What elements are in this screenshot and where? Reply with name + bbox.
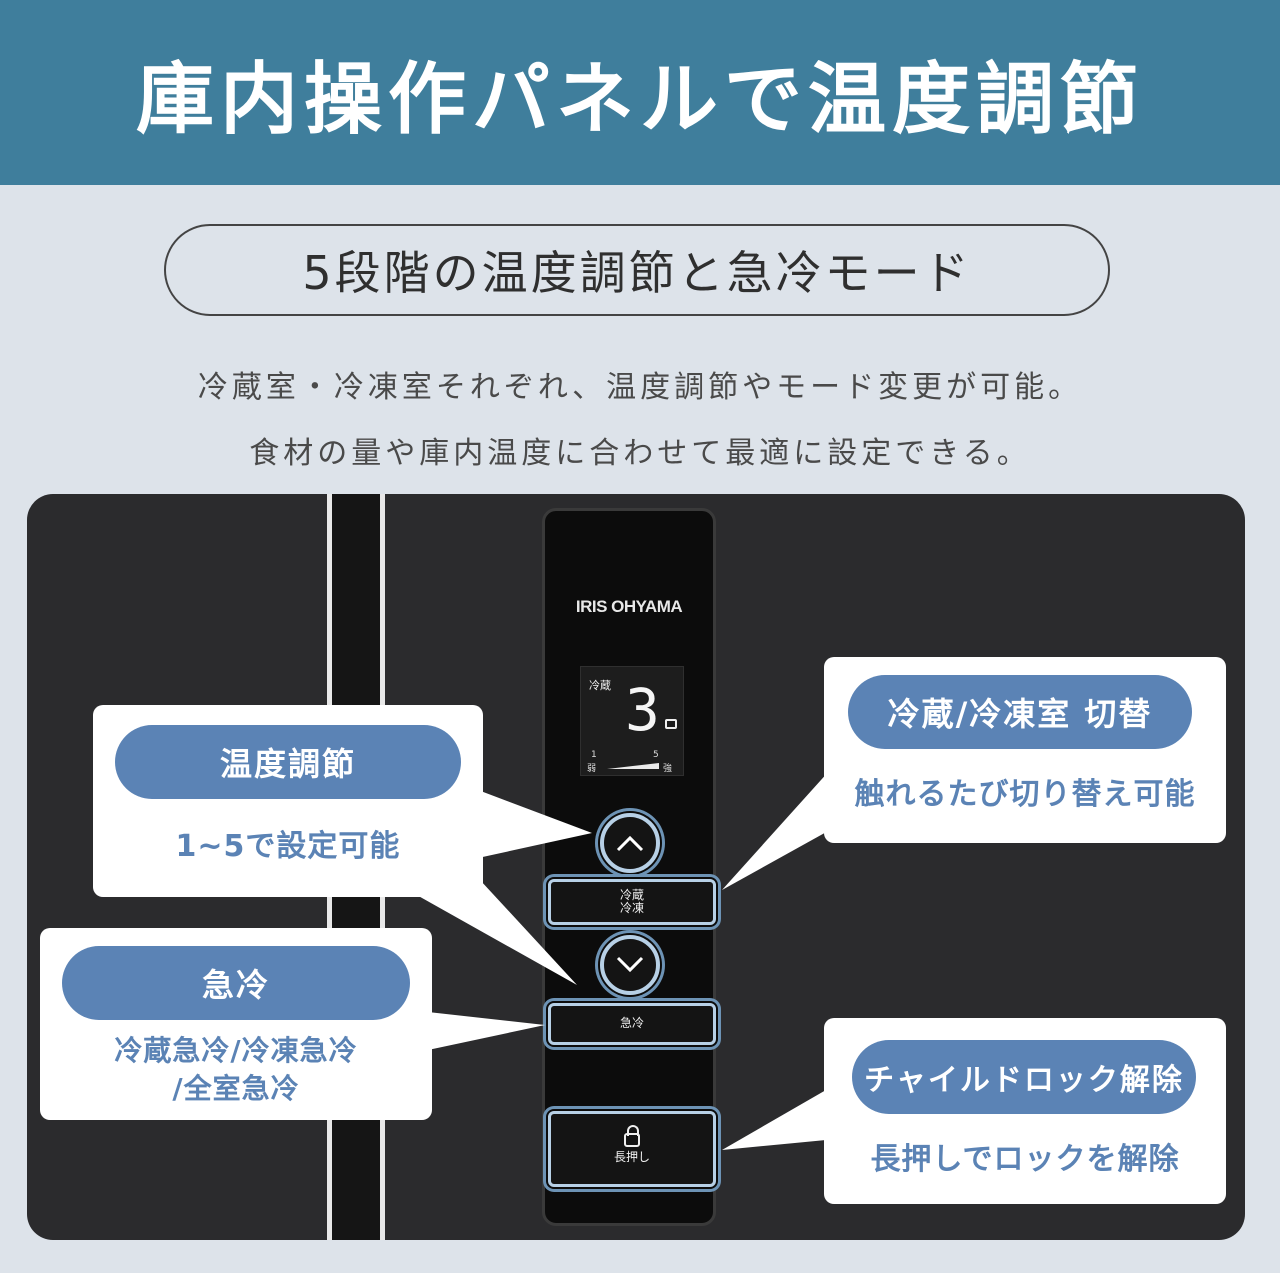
chevron-up-icon	[616, 835, 644, 852]
rapid-cool-title: 急冷	[62, 946, 410, 1020]
fridge-freezer-switch-button[interactable]: 冷蔵 冷凍	[548, 879, 716, 925]
lcd-scale-max: 5	[653, 750, 659, 760]
rapid-cool-text-line-1: 冷蔵急冷/冷凍急冷	[114, 1034, 358, 1067]
unlock-icon	[624, 1125, 640, 1148]
lcd-scale-min: 1	[591, 750, 597, 760]
child-lock-title: チャイルドロック解除	[852, 1040, 1196, 1114]
control-panel: IRIS OHYAMA 冷蔵 3 1 5 弱 強 冷蔵 冷凍 急冷	[542, 508, 716, 1226]
switch-text: 触れるたび切り替え可能	[854, 777, 1196, 812]
temp-adjust-callout: 温度調節 1~5で設定可能	[93, 705, 483, 897]
rapid-cool-button[interactable]: 急冷	[548, 1003, 716, 1045]
lock-callout-pointer	[722, 1090, 826, 1150]
page-title: 庫内操作パネルで温度調節	[135, 54, 1144, 145]
temp-down-button[interactable]	[600, 935, 660, 995]
switch-label-line-2: 冷凍	[619, 901, 644, 915]
child-lock-callout: チャイルドロック解除 長押しでロックを解除	[824, 1018, 1226, 1204]
switch-callout: 冷蔵/冷凍室 切替 触れるたび切り替え可能	[824, 657, 1226, 843]
rapid-cool-label: 急冷	[619, 1016, 644, 1031]
switch-callout-pointer	[722, 770, 830, 890]
unlock-label: 長押し	[613, 1150, 650, 1165]
lcd-weak-label: 弱	[587, 764, 597, 774]
lcd-level-digit: 3	[625, 676, 660, 744]
rapid-callout-pointer	[428, 1012, 545, 1050]
switch-title: 冷蔵/冷凍室 切替	[848, 675, 1192, 749]
lcd-level-ramp	[607, 763, 659, 769]
header-banner: 庫内操作パネルで温度調節	[0, 0, 1280, 185]
child-lock-release-button[interactable]: 長押し	[548, 1111, 716, 1187]
brand-logo: IRIS OHYAMA	[575, 597, 683, 616]
temp-adjust-text: 1~5で設定可能	[175, 829, 401, 864]
description-line-2: 食材の量や庫内温度に合わせて最適に設定できる。	[249, 436, 1031, 471]
lcd-mode-label: 冷蔵	[589, 679, 611, 692]
temp-callout-pointer	[478, 790, 592, 858]
rapid-cool-callout: 急冷 冷蔵急冷/冷凍急冷 /全室急冷	[40, 928, 432, 1120]
chevron-down-icon	[616, 956, 644, 973]
rapid-cool-text-line-2: /全室急冷	[172, 1071, 300, 1105]
rapid-cool-text: 冷蔵急冷/冷凍急冷 /全室急冷	[40, 1032, 432, 1108]
temp-adjust-title: 温度調節	[115, 725, 461, 799]
description-line-1: 冷蔵室・冷凍室それぞれ、温度調節やモード変更が可能。	[197, 370, 1083, 405]
switch-label-line-1: 冷蔵	[619, 887, 644, 902]
subtitle-pill: 5段階の温度調節と急冷モード	[164, 224, 1110, 316]
temp-up-button[interactable]	[600, 813, 660, 873]
temp-callout-pointer-2	[390, 880, 577, 985]
child-lock-text: 長押しでロックを解除	[870, 1142, 1180, 1177]
lcd-display: 冷蔵 3 1 5 弱 強	[580, 666, 684, 776]
lock-icon	[665, 719, 677, 729]
lcd-strong-label: 強	[663, 764, 673, 774]
